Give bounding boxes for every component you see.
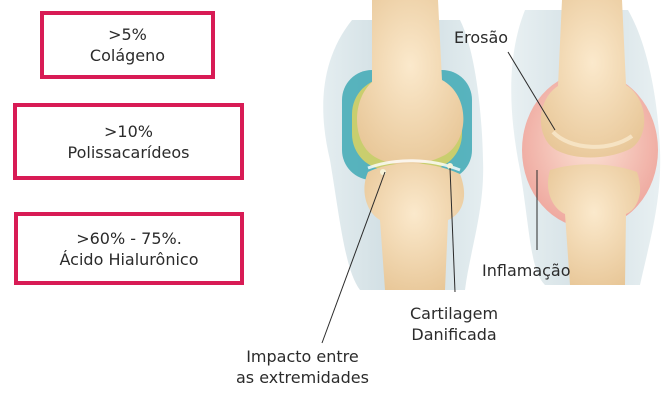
- damaged-cartilage-line2: Danificada: [410, 324, 498, 345]
- inflammation-label: Inflamação: [482, 260, 571, 281]
- impact-line2: as extremidades: [236, 367, 369, 388]
- impact-label: Impacto entre as extremidades: [236, 346, 369, 388]
- inflamed-joint: [511, 0, 660, 285]
- damaged-cartilage-line1: Cartilagem: [410, 303, 498, 324]
- erosion-label: Erosão: [454, 27, 508, 48]
- impact-line1: Impacto entre: [236, 346, 369, 367]
- healthy-damage-dot-left: [380, 169, 386, 175]
- damaged-cartilage-label: Cartilagem Danificada: [410, 303, 498, 345]
